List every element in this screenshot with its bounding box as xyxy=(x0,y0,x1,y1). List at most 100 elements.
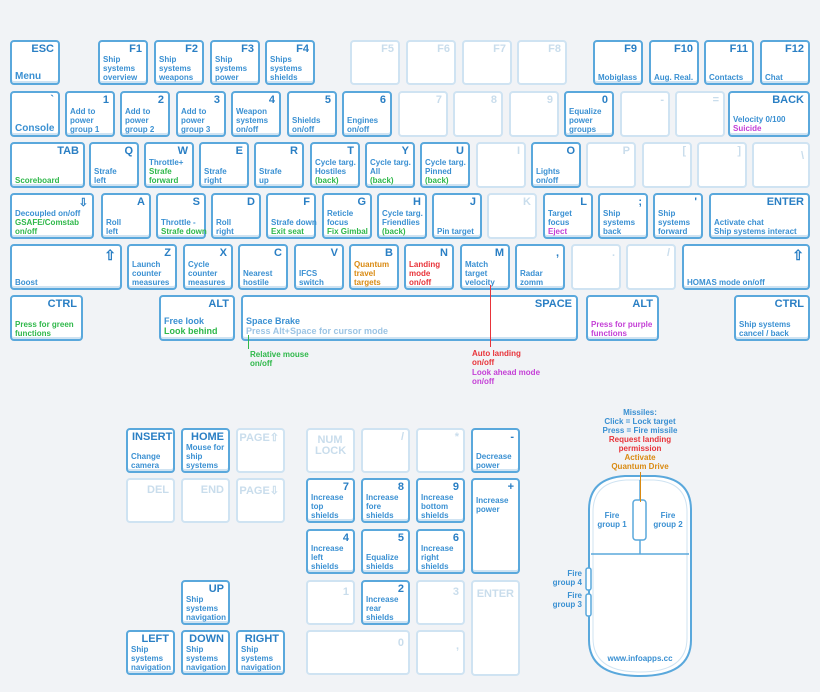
key-f7[interactable]: F7 xyxy=(462,40,512,85)
key-insert[interactable]: INSERT Change camera xyxy=(126,428,175,473)
key-comma[interactable]: , Radar zomm xyxy=(515,244,565,290)
key-rbracket[interactable]: ] xyxy=(697,142,747,188)
key-e[interactable]: E Strafe right xyxy=(199,142,249,188)
key-9[interactable]: 9 xyxy=(509,91,559,137)
key-f[interactable]: F Strafe down Exit seat xyxy=(266,193,317,239)
key-1[interactable]: 1 Add to power group 1 xyxy=(65,91,115,137)
key-left-shift[interactable]: ⇧ Boost xyxy=(10,244,122,290)
key-4[interactable]: 4 Weapon systems on/off xyxy=(231,91,281,137)
key-numpad-divide[interactable]: / xyxy=(361,428,410,473)
key-label: 5 xyxy=(397,532,404,544)
key-z[interactable]: Z Launch counter measures xyxy=(127,244,177,290)
key-6[interactable]: 6 Engines on/off xyxy=(342,91,392,137)
key-left-ctrl[interactable]: CTRL Press for green functions xyxy=(10,295,83,341)
key-right-alt[interactable]: ALT Press for purple functions xyxy=(586,295,659,341)
key-numpad-9[interactable]: 9 Increase bottom shields xyxy=(416,478,465,523)
key-left-alt[interactable]: ALT Free look Look behind xyxy=(159,295,235,341)
key-lbracket[interactable]: [ xyxy=(642,142,692,188)
key-numpad-5[interactable]: 5 Equalize shields xyxy=(361,529,410,574)
key-quote[interactable]: ' Ship systems forward xyxy=(653,193,703,239)
key-f6[interactable]: F6 xyxy=(406,40,456,85)
key-right-ctrl[interactable]: CTRL Ship systems cancel / back xyxy=(734,295,810,341)
key-numpad-6[interactable]: 6 Increase right shields xyxy=(416,529,465,574)
key-q[interactable]: Q Strafe left xyxy=(89,142,139,188)
key-page-up[interactable]: PAGE⇧ xyxy=(236,428,285,473)
key-enter[interactable]: ENTER Activate chat Ship systems interac… xyxy=(709,193,810,239)
key-end[interactable]: END xyxy=(181,478,230,523)
key-n[interactable]: N Landing mode on/off xyxy=(404,244,454,290)
key-f2[interactable]: F2 Ship systems weapons xyxy=(154,40,204,85)
key-x[interactable]: X Cycle counter measures xyxy=(183,244,233,290)
key-f5[interactable]: F5 xyxy=(350,40,400,85)
key-delete[interactable]: DEL xyxy=(126,478,175,523)
key-l[interactable]: L Target focus Eject xyxy=(543,193,593,239)
key-y[interactable]: Y Cycle targ. All (back) xyxy=(365,142,415,188)
key-f4[interactable]: F4 Ships systems shields xyxy=(265,40,315,85)
key-arrow-left[interactable]: LEFT Ship systems navigation xyxy=(126,630,175,675)
key-2[interactable]: 2 Add to power group 2 xyxy=(120,91,170,137)
key-numpad-plus[interactable]: + Increase power xyxy=(471,478,520,574)
key-8[interactable]: 8 xyxy=(453,91,503,137)
key-f8[interactable]: F8 xyxy=(517,40,567,85)
key-tab[interactable]: TAB Scoreboard xyxy=(10,142,85,188)
key-a[interactable]: A Roll left xyxy=(101,193,151,239)
key-i[interactable]: I xyxy=(476,142,526,188)
key-b[interactable]: B Quantum travel targets xyxy=(349,244,399,290)
key-f9[interactable]: F9 Mobiglass xyxy=(593,40,643,85)
key-d[interactable]: D Roll right xyxy=(211,193,261,239)
key-esc[interactable]: ESC Menu xyxy=(10,40,60,85)
key-page-down[interactable]: PAGE⇩ xyxy=(236,478,285,523)
key-arrow-right[interactable]: RIGHT Ship systems navigation xyxy=(236,630,285,675)
auto-landing-annotation: Auto landing on/off xyxy=(472,349,521,367)
key-3[interactable]: 3 Add to power group 3 xyxy=(176,91,226,137)
key-equals[interactable]: = xyxy=(675,91,725,137)
key-o[interactable]: O Lights on/off xyxy=(531,142,581,188)
key-f12[interactable]: F12 Chat xyxy=(760,40,810,85)
key-f3[interactable]: F3 Ship systems power xyxy=(210,40,260,85)
key-arrow-up[interactable]: UP Ship systems navigation xyxy=(181,580,230,625)
key-7[interactable]: 7 xyxy=(398,91,448,137)
key-v[interactable]: V IFCS switch xyxy=(294,244,344,290)
key-backslash[interactable]: \ xyxy=(752,142,810,188)
key-numpad-4[interactable]: 4 Increase left shields xyxy=(306,529,355,574)
key-numpad-multiply[interactable]: * xyxy=(416,428,465,473)
key-numpad-8[interactable]: 8 Increase fore shields xyxy=(361,478,410,523)
key-numpad-0[interactable]: 0 xyxy=(306,630,410,675)
key-c[interactable]: C Nearest hostile xyxy=(238,244,288,290)
key-g[interactable]: G Reticle focus Fix Gimbal xyxy=(322,193,372,239)
key-semicolon[interactable]: ; Ship systems back xyxy=(598,193,648,239)
key-k[interactable]: K xyxy=(487,193,537,239)
key-minus[interactable]: - xyxy=(620,91,670,137)
key-0[interactable]: 0 Equalize power groups xyxy=(564,91,614,137)
key-m[interactable]: M Match target velocity xyxy=(460,244,510,290)
key-capslock[interactable]: ⇩ Decoupled on/off GSAFE/Comstab on/off xyxy=(10,193,94,239)
key-h[interactable]: H Cycle targ. Friendlies (back) xyxy=(377,193,427,239)
key-num-lock[interactable]: NUM LOCK xyxy=(306,428,355,473)
key-s[interactable]: S Throttle - Strafe down xyxy=(156,193,207,239)
key-numpad-enter[interactable]: ENTER xyxy=(471,580,520,676)
key-numpad-3[interactable]: 3 xyxy=(416,580,465,625)
key-t[interactable]: T Cycle targ. Hostiles (back) xyxy=(310,142,360,188)
key-f10[interactable]: F10 Aug. Real. xyxy=(649,40,699,85)
key-home[interactable]: HOME Mouse for ship systems xyxy=(181,428,230,473)
key-numpad-1[interactable]: 1 xyxy=(306,580,355,625)
key-p[interactable]: P xyxy=(586,142,636,188)
key-5[interactable]: 5 Shields on/off xyxy=(287,91,337,137)
key-r[interactable]: R Strafe up xyxy=(254,142,304,188)
key-numpad-2[interactable]: 2 Increase rear shields xyxy=(361,580,410,625)
key-numpad-7[interactable]: 7 Increase top shields xyxy=(306,478,355,523)
key-numpad-decimal[interactable]: , xyxy=(416,630,465,675)
key-f11[interactable]: F11 Contacts xyxy=(704,40,754,85)
key-numpad-minus[interactable]: - Decrease power xyxy=(471,428,520,473)
key-j[interactable]: J Pin target xyxy=(432,193,482,239)
key-f1[interactable]: F1 Ship systems overview xyxy=(98,40,148,85)
key-period[interactable]: . xyxy=(571,244,621,290)
key-space[interactable]: SPACE Space Brake Press Alt+Space for cu… xyxy=(241,295,578,341)
key-backspace[interactable]: BACK Velocity 0/100 Suicide xyxy=(728,91,810,137)
key-right-shift[interactable]: ⇧ HOMAS mode on/off xyxy=(682,244,810,290)
key-w[interactable]: W Throttle+ Strafe forward xyxy=(144,142,194,188)
key-slash[interactable]: / xyxy=(626,244,676,290)
key-u[interactable]: U Cycle targ. Pinned (back) xyxy=(420,142,470,188)
key-grave[interactable]: ` Console xyxy=(10,91,60,137)
key-arrow-down[interactable]: DOWN Ship systems navigation xyxy=(181,630,230,675)
